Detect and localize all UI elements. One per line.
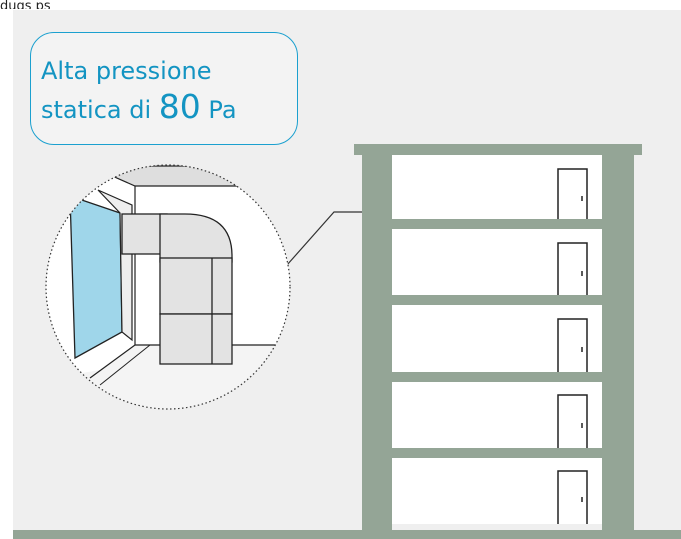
cropped-top-text: dugs ps <box>0 0 51 9</box>
pressure-unit: Pa <box>208 96 237 124</box>
pressure-callout: Alta pressione statica di 80 Pa <box>30 32 298 145</box>
magnified-detail <box>46 165 290 409</box>
building-structure <box>354 144 642 532</box>
magnifier-circle <box>45 164 291 410</box>
window-icon <box>69 195 123 360</box>
door-icon <box>557 168 588 524</box>
callout-text: Alta pressione statica di 80 Pa <box>41 53 237 128</box>
callout-prefix: statica di <box>41 96 152 124</box>
callout-line-2: statica di 80 Pa <box>41 89 237 128</box>
ground <box>13 530 681 539</box>
duct-unit-icon <box>121 213 233 365</box>
leader-line <box>286 211 362 266</box>
pressure-value: 80 <box>158 87 201 126</box>
callout-line-1: Alta pressione <box>41 57 212 85</box>
